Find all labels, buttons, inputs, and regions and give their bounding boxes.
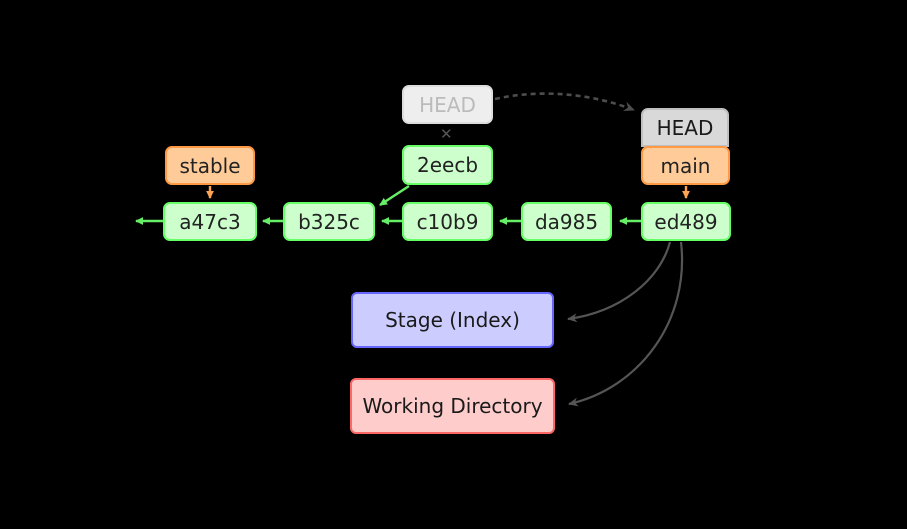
head-label: HEAD (656, 115, 714, 140)
head-ref[interactable]: HEAD (641, 108, 729, 147)
commit-node-b325c[interactable]: b325c (283, 202, 375, 241)
working-directory-box[interactable]: Working Directory (350, 378, 555, 434)
edge-head-detached-to-head (494, 92, 635, 112)
commit-node-ed489[interactable]: ed489 (641, 202, 731, 241)
branch-label: main (660, 153, 711, 178)
head-detached-tag[interactable]: HEAD (402, 85, 493, 124)
commit-node-c10b9[interactable]: c10b9 (402, 202, 493, 241)
branch-label: stable (179, 153, 241, 178)
commit-node-a47c3[interactable]: a47c3 (163, 202, 257, 241)
commit-label: da985 (534, 209, 599, 234)
edge-ed489-to-stage (567, 241, 672, 323)
commit-label: 2eecb (416, 153, 479, 177)
head-detached-label: HEAD (419, 92, 476, 117)
stage-index-label: Stage (Index) (385, 308, 520, 332)
edge-ed489-to-working-directory (568, 241, 684, 407)
detached-head-cross-icon: ✕ (440, 125, 453, 143)
branch-ref-main[interactable]: main (641, 146, 730, 185)
stage-index-box[interactable]: Stage (Index) (351, 292, 554, 348)
commit-label: c10b9 (416, 209, 479, 234)
commit-label: b325c (298, 209, 360, 234)
commit-node-da985[interactable]: da985 (521, 202, 612, 241)
commit-label: ed489 (654, 209, 718, 234)
branch-ref-stable[interactable]: stable (165, 146, 255, 185)
commit-label: a47c3 (179, 209, 241, 234)
working-directory-label: Working Directory (362, 394, 543, 418)
commit-node-2eecb[interactable]: 2eecb (402, 145, 493, 185)
